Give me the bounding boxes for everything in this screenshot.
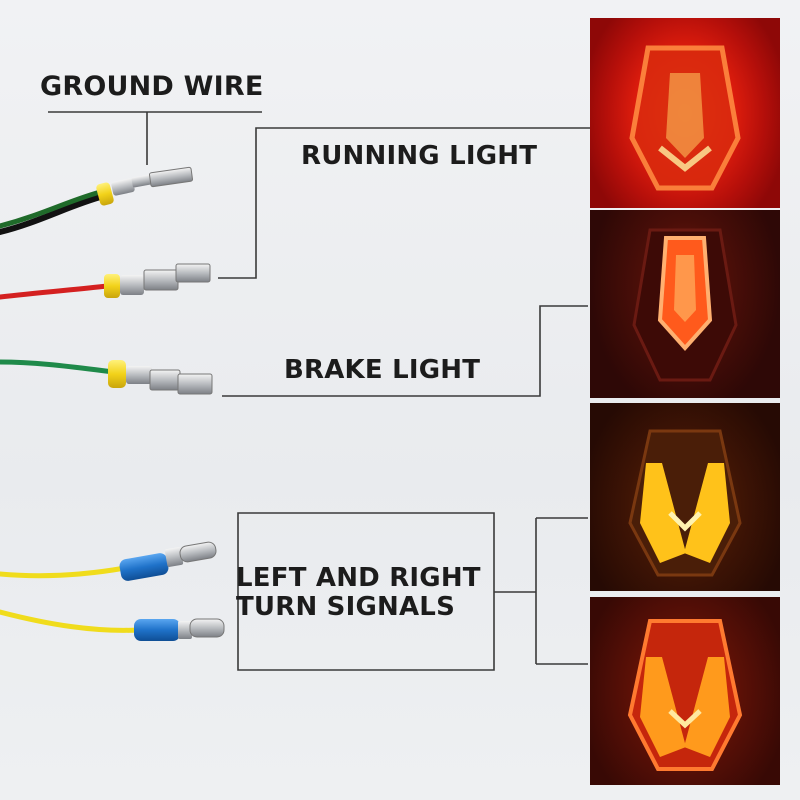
panel-turn-signal-mixed [590,597,780,785]
running-light-label: RUNNING LIGHT [301,141,538,171]
running-light-lens [629,45,741,191]
ground-wire-label: GROUND WIRE [40,71,264,102]
turn-signal-amber-lens [628,429,742,577]
brake-light-wire [0,359,213,395]
turn-signal-bracket [237,512,495,671]
ground-wire [0,166,194,235]
brake-light-leader [222,305,588,397]
turn-signal-wire-1 [0,541,217,581]
turn-signal-mixed-lens [627,619,743,771]
leader-lines [48,111,590,671]
turn-signal-wire-2 [0,609,225,641]
turn-signals-label: LEFT AND RIGHT TURN SIGNALS [236,563,481,623]
brake-light-lens [632,228,738,382]
panel-brake-light [590,210,780,398]
turn-signals-label-line2: TURN SIGNALS [236,592,455,623]
running-light-wire [0,263,211,300]
running-light-leader [218,127,590,279]
turn-signals-label-line1: LEFT AND RIGHT [236,563,481,593]
brake-light-label: BRAKE LIGHT [284,355,481,385]
panel-running-light [590,18,780,208]
panel-turn-signal-amber [590,403,780,591]
